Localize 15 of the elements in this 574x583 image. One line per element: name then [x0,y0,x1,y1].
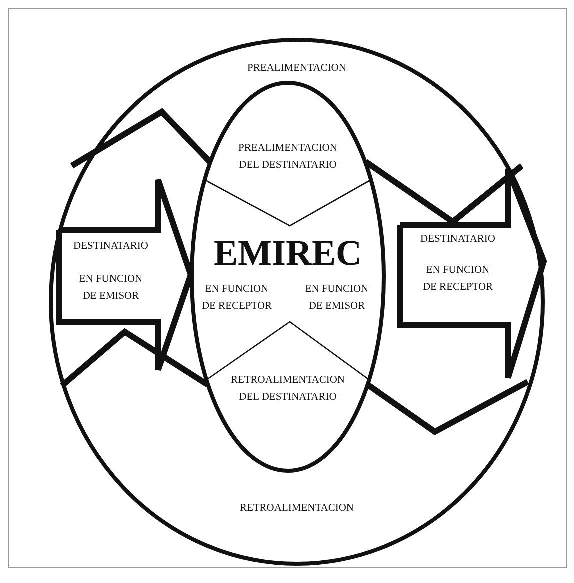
label-text: PREALIMENTACION [246,62,348,76]
label-text: RETROALIMENTACION DEL DESTINATARIO [230,374,346,405]
title-text: EMIREC [212,233,363,273]
label-text: EN FUNCION DE RECEPTOR [422,264,494,295]
block-arrow [57,178,193,372]
label-text: EN FUNCION DE RECEPTOR [200,283,274,314]
label-text: PREALIMENTACION DEL DESTINATARIO [238,142,338,173]
label-text: DESTINATARIO [72,240,150,254]
outer-circle [49,38,545,566]
inner-ellipse [190,81,386,473]
label-text: EN FUNCION DE EMISOR [304,283,370,314]
label-text: RETROALIMENTACION [238,502,356,516]
block-arrow [398,167,546,380]
label-text: DESTINATARIO [420,233,496,247]
label-text: EN FUNCION DE EMISOR [78,273,144,304]
